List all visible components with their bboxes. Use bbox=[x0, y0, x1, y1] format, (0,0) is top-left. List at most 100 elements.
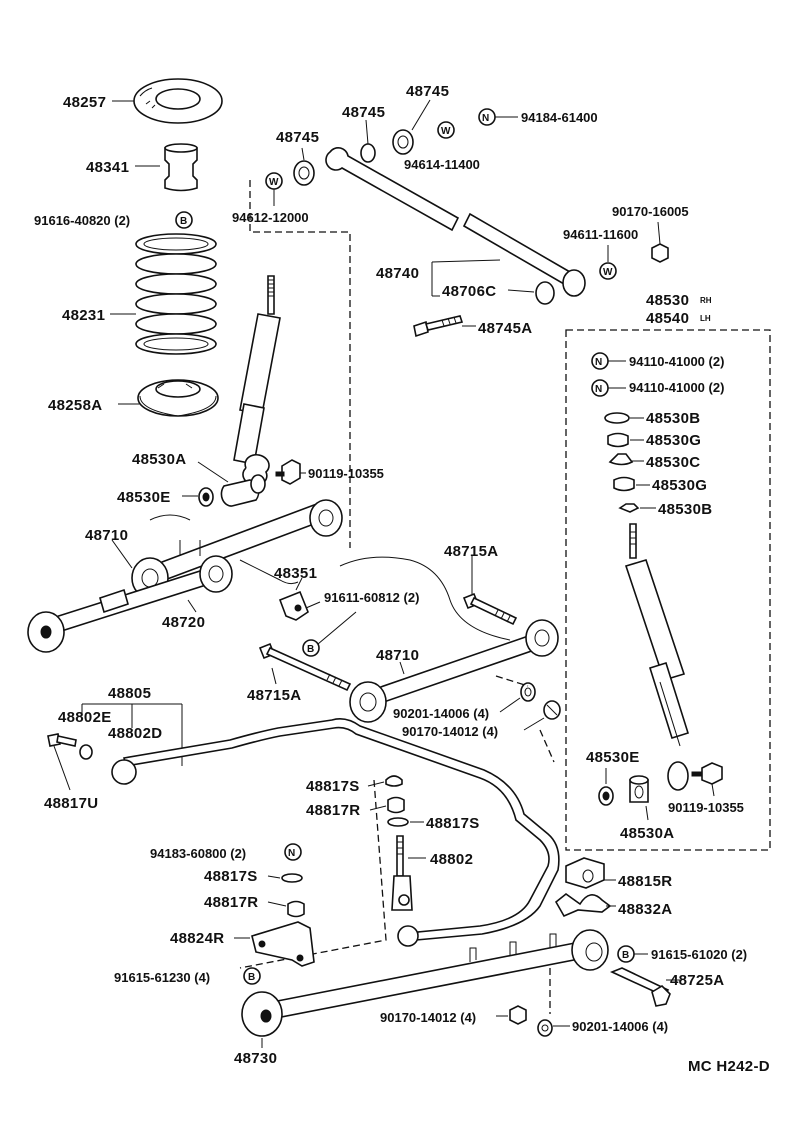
label-94184-61400: 94184-61400 bbox=[521, 110, 598, 125]
nut-90119-icon bbox=[275, 459, 301, 485]
spring-insulator-lower-icon bbox=[137, 379, 219, 417]
shock-absorber-icon bbox=[624, 523, 690, 791]
label-48817R-a: 48817R bbox=[306, 802, 360, 819]
label-48745-left: 48745 bbox=[276, 129, 319, 146]
svg-text:W: W bbox=[269, 177, 279, 188]
svg-text:B: B bbox=[180, 216, 187, 227]
label-48805: 48805 bbox=[108, 685, 151, 702]
label-48540-lh-tag: LH bbox=[700, 314, 711, 323]
label-94611-11600: 94611-11600 bbox=[563, 227, 638, 242]
label-90119-right: 90119-10355 bbox=[668, 800, 744, 815]
cushion-48530G-icon bbox=[613, 476, 635, 492]
bolt-symbol-icon: B bbox=[302, 639, 320, 657]
label-48715A-top: 48715A bbox=[444, 543, 498, 560]
bushing-48815R-icon bbox=[565, 857, 605, 889]
washer-48530B-icon bbox=[604, 412, 630, 424]
bushing-48745-right-icon bbox=[392, 129, 414, 155]
bushing-48530A-icon bbox=[629, 775, 649, 803]
label-48817S-b: 48817S bbox=[426, 815, 480, 832]
label-90201-14006-low: 90201-14006 (4) bbox=[572, 1019, 668, 1034]
cushion-48817R-icon bbox=[287, 900, 305, 918]
label-48530G-a: 48530G bbox=[646, 432, 701, 449]
washer-symbol-icon: W bbox=[437, 121, 455, 139]
label-91611-60812: 91611-60812 (2) bbox=[324, 590, 419, 605]
label-48832A: 48832A bbox=[618, 901, 672, 918]
control-arm-48740-icon bbox=[325, 147, 586, 305]
label-48530-rh: 48530 bbox=[646, 292, 689, 309]
bushing-48530E-icon bbox=[598, 786, 614, 806]
nut-90119-icon bbox=[691, 762, 723, 785]
label-48530E-right: 48530E bbox=[586, 749, 640, 766]
spring-insulator-upper-icon bbox=[133, 78, 223, 124]
label-48530B-a: 48530B bbox=[646, 410, 700, 427]
svg-text:B: B bbox=[307, 644, 314, 655]
label-48817S-c: 48817S bbox=[204, 868, 258, 885]
bracket-48351-icon bbox=[278, 590, 309, 621]
cushion-48817R-icon bbox=[387, 796, 405, 814]
label-48710-left: 48710 bbox=[85, 527, 128, 544]
svg-text:B: B bbox=[248, 972, 255, 983]
label-94110-41000-b: 94110-41000 (2) bbox=[629, 380, 724, 395]
label-48802: 48802 bbox=[430, 851, 473, 868]
link-48817S-top-icon bbox=[385, 775, 403, 787]
washer-90201-icon bbox=[520, 682, 536, 702]
label-91616-40820: 91616-40820 (2) bbox=[34, 213, 130, 228]
label-48258A: 48258A bbox=[48, 397, 102, 414]
label-48720: 48720 bbox=[162, 614, 205, 631]
label-48817S-a: 48817S bbox=[306, 778, 360, 795]
label-94183-60800: 94183-60800 (2) bbox=[150, 846, 246, 861]
control-arm-48720-icon bbox=[27, 555, 233, 653]
bolt-48745A-icon bbox=[413, 315, 464, 338]
shock-bushing-48530A-icon bbox=[220, 474, 266, 507]
label-48530-rh-tag: RH bbox=[700, 296, 712, 305]
label-90119-left: 90119-10355 bbox=[308, 466, 384, 481]
control-arm-48730-icon bbox=[241, 929, 609, 1037]
label-94614-11400: 94614-11400 bbox=[404, 157, 480, 172]
label-48257: 48257 bbox=[63, 94, 106, 111]
cushion-48530G-icon bbox=[607, 432, 629, 448]
nut-symbol-icon: N bbox=[591, 379, 609, 397]
washer-symbol-icon: W bbox=[599, 262, 617, 280]
bracket-48832A-icon bbox=[554, 892, 612, 918]
label-48725A: 48725A bbox=[670, 972, 724, 989]
label-48341: 48341 bbox=[86, 159, 129, 176]
svg-text:N: N bbox=[595, 384, 602, 395]
bolt-48715A-low-icon bbox=[258, 642, 352, 692]
bushing-48745-mid-icon bbox=[360, 143, 376, 163]
svg-text:W: W bbox=[603, 267, 613, 278]
label-48351: 48351 bbox=[274, 565, 317, 582]
label-48730: 48730 bbox=[234, 1050, 277, 1067]
label-48817R-b: 48817R bbox=[204, 894, 258, 911]
bolt-symbol-icon: B bbox=[617, 945, 635, 963]
label-48817U: 48817U bbox=[44, 795, 98, 812]
bushing-48745-left-icon bbox=[293, 160, 315, 186]
bushing-48530E-icon bbox=[198, 487, 214, 507]
label-48815R: 48815R bbox=[618, 873, 672, 890]
svg-text:N: N bbox=[595, 357, 602, 368]
label-48802E: 48802E bbox=[58, 709, 112, 726]
bump-stopper-icon bbox=[164, 143, 198, 192]
label-48530A-left: 48530A bbox=[132, 451, 186, 468]
link-48802-icon bbox=[391, 835, 413, 911]
nut-90170-low-icon bbox=[509, 1005, 527, 1025]
label-90201-14006-mid: 90201-14006 (4) bbox=[393, 706, 489, 721]
svg-text:N: N bbox=[482, 113, 489, 124]
label-48231: 48231 bbox=[62, 307, 105, 324]
label-48540-lh: 48540 bbox=[646, 310, 689, 327]
label-48824R: 48824R bbox=[170, 930, 224, 947]
retainer-48817S-icon bbox=[281, 873, 303, 883]
stabilizer-bar-icon bbox=[111, 718, 560, 947]
nut-90170-icon bbox=[543, 700, 561, 720]
bolt-48715A-top-icon bbox=[462, 592, 518, 626]
bracket-48824R-icon bbox=[251, 921, 315, 967]
label-48530B-b: 48530B bbox=[658, 501, 712, 518]
label-91615-61230: 91615-61230 (4) bbox=[114, 970, 210, 985]
label-90170-14012-low: 90170-14012 (4) bbox=[380, 1010, 476, 1025]
label-48715A-low: 48715A bbox=[247, 687, 301, 704]
bolt-symbol-icon: B bbox=[243, 967, 261, 985]
retainer-48530C-icon bbox=[608, 453, 634, 466]
svg-text:W: W bbox=[441, 126, 451, 137]
label-48802D: 48802D bbox=[108, 725, 162, 742]
svg-text:B: B bbox=[622, 950, 629, 961]
label-48530G-b: 48530G bbox=[652, 477, 707, 494]
